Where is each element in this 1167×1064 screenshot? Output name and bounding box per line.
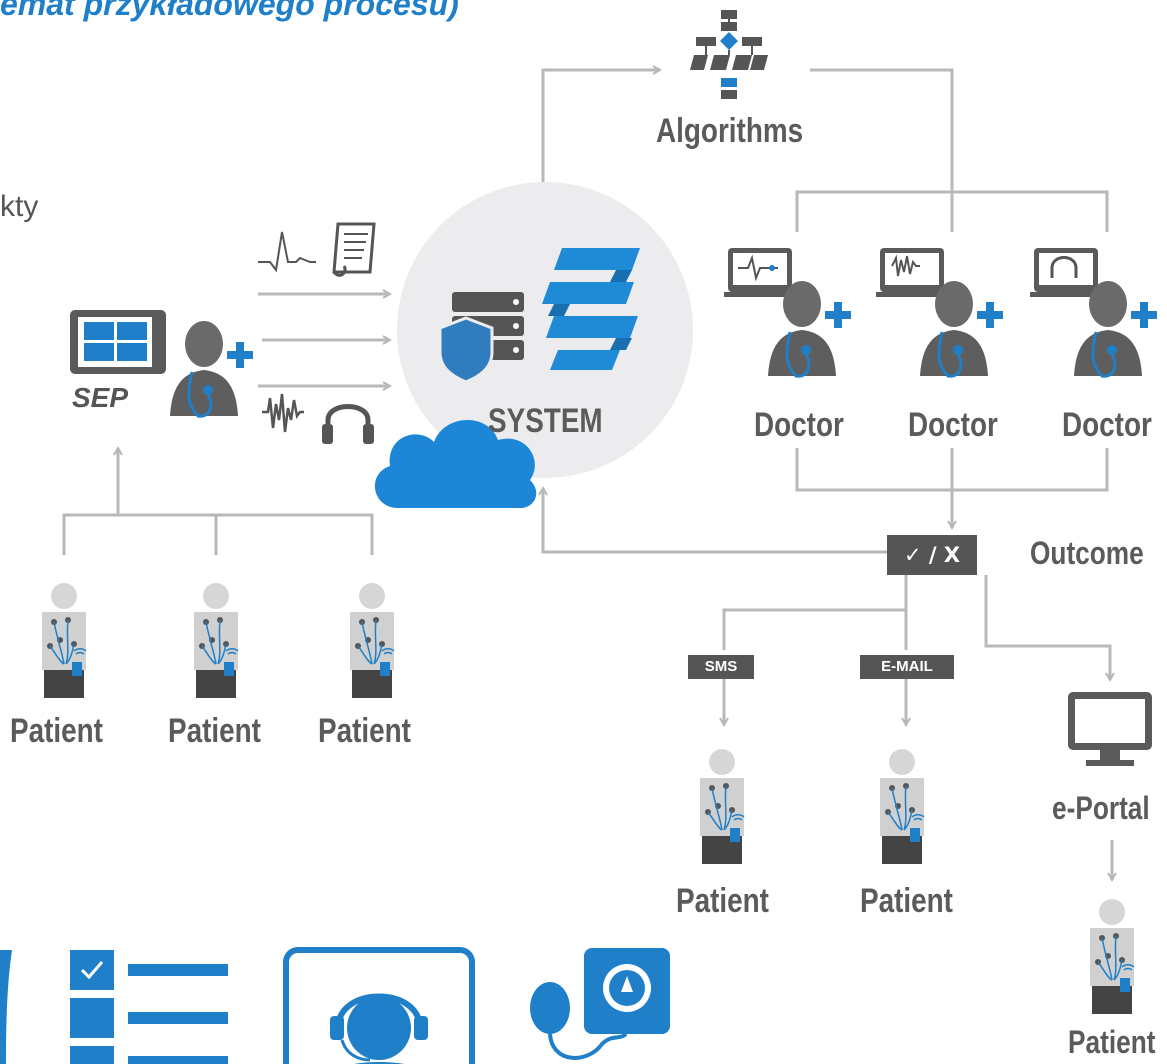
system-label: SYSTEM (488, 402, 603, 440)
monitor-icon (1030, 248, 1102, 297)
patient-icon (699, 748, 745, 865)
tablet-icon (70, 310, 166, 374)
logo-icon (542, 248, 640, 370)
ecg-wave-icon (258, 231, 316, 273)
doctor-icon (168, 319, 255, 418)
patient-icon (349, 582, 395, 699)
patient-label-5: Patient (860, 882, 953, 920)
blood-pressure-icon (530, 948, 670, 1060)
headphones-icon (322, 404, 374, 444)
patient-icon (41, 582, 87, 699)
waveform-icon (262, 393, 304, 433)
patient-icon (879, 748, 925, 865)
document-icon (332, 222, 376, 277)
doctor-label-2: Doctor (908, 406, 998, 444)
patient-icon (1089, 898, 1135, 1015)
truncated-text: kty (0, 190, 39, 223)
doctor-label-1: Doctor (754, 406, 844, 444)
outcome-label: Outcome (1030, 535, 1144, 571)
email-tag: E-MAIL (860, 655, 954, 679)
call-center-icon (283, 947, 475, 1064)
cloud-icon (374, 419, 537, 509)
outcome-box: ✓ / X (887, 535, 977, 575)
shield-icon (438, 316, 494, 384)
patient-icon (193, 582, 239, 699)
patient-label-1: Patient (10, 712, 103, 750)
sep-label: SEP (72, 382, 129, 413)
patient-label-6: Patient (1068, 1024, 1156, 1060)
flowchart-icon (690, 10, 768, 99)
page-title: emat przykładowego procesu) (0, 0, 459, 22)
eportal-label: e-Portal (1052, 790, 1150, 826)
sms-tag: SMS (688, 655, 754, 679)
monitor-icon (1068, 692, 1152, 766)
patient-label-4: Patient (676, 882, 769, 920)
monitor-icon (876, 248, 948, 297)
checklist-icon (70, 950, 228, 1064)
patient-label-2: Patient (168, 712, 261, 750)
algorithms-label: Algorithms (656, 112, 804, 150)
patient-label-3: Patient (318, 712, 411, 750)
monitor-icon (724, 248, 796, 297)
doctor-label-3: Doctor (1062, 406, 1152, 444)
